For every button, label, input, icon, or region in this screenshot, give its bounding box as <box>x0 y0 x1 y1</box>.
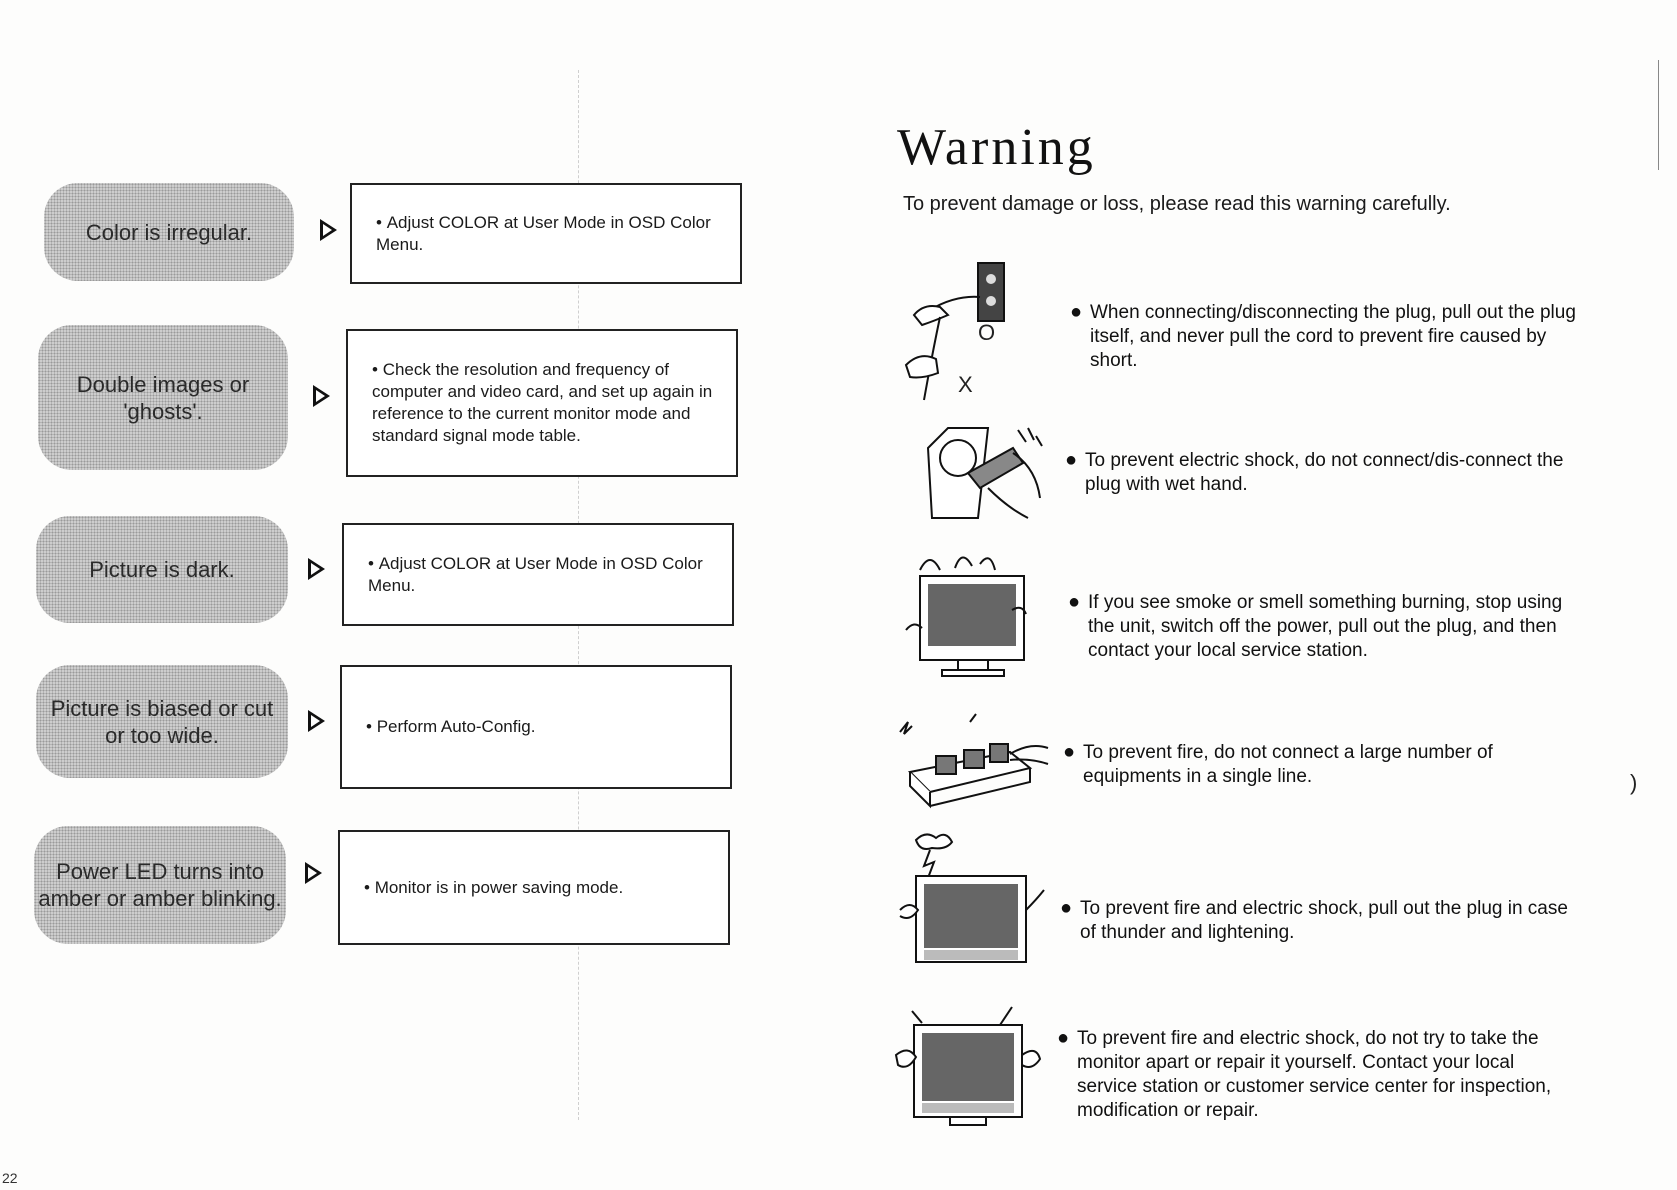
repair-monitor-icon <box>894 1006 1042 1126</box>
warning-item: ● To prevent fire and electric shock, pul… <box>1060 896 1580 945</box>
warning-item: ● To prevent fire and electric shock, do … <box>1057 1026 1577 1123</box>
bullet-icon: ● <box>1068 591 1081 613</box>
solution-box: Monitor is in power saving mode. <box>338 830 730 945</box>
wet-hand-icon <box>926 427 1043 519</box>
solution-box: Adjust COLOR at User Mode in OSD Color M… <box>342 523 734 626</box>
warning-text: To prevent fire and electric shock, pull… <box>1080 898 1568 943</box>
symptom-label: Picture is biased or cut or too wide. <box>50 695 274 748</box>
arrow-right-icon <box>305 862 322 884</box>
bullet-icon: ● <box>1060 897 1073 919</box>
symptom-picture-dark: Picture is dark. <box>36 516 288 623</box>
fold-line-right <box>1658 60 1659 170</box>
arrow-right-icon <box>308 558 325 580</box>
solution-text: Adjust COLOR at User Mode in OSD Color M… <box>368 553 714 597</box>
solution-text: Monitor is in power saving mode. <box>364 877 624 899</box>
wrong-mark: X <box>958 372 973 397</box>
warning-text: To prevent fire, do not connect a large … <box>1083 742 1493 787</box>
warning-text: To prevent fire and electric shock, do n… <box>1077 1028 1552 1121</box>
solution-box: Check the resolution and frequency of co… <box>346 329 738 477</box>
bullet-icon: ● <box>1063 741 1076 763</box>
warning-item: ● If you see smoke or smell something bur… <box>1068 590 1588 663</box>
symptom-label: Picture is dark. <box>89 557 235 582</box>
symptom-color-irregular: Color is irregular. <box>44 183 294 281</box>
solution-text: Perform Auto-Config. <box>366 716 536 738</box>
arrow-right-icon <box>308 710 325 732</box>
bullet-icon: ● <box>1065 449 1078 471</box>
smoking-monitor-icon <box>905 556 1027 677</box>
symptom-label: Power LED turns into amber or amber blin… <box>38 859 282 911</box>
arrow-right-icon <box>320 219 337 241</box>
solution-box: Adjust COLOR at User Mode in OSD Color M… <box>350 183 742 284</box>
page-title: Warning <box>897 119 1096 176</box>
warning-text: If you see smoke or smell something burn… <box>1088 592 1563 661</box>
symptom-picture-biased: Picture is biased or cut or too wide. <box>36 665 288 778</box>
warning-item: ● When connecting/disconnecting the plug,… <box>1070 300 1590 373</box>
solution-box: Perform Auto-Config. <box>340 665 732 789</box>
symptom-power-led: Power LED turns into amber or amber blin… <box>34 826 286 944</box>
solution-text: Adjust COLOR at User Mode in OSD Color M… <box>376 212 722 256</box>
arrow-right-icon <box>313 385 330 407</box>
warning-item: ● To prevent electric shock, do not conne… <box>1065 448 1565 497</box>
solution-text: Check the resolution and frequency of co… <box>372 359 718 447</box>
page-subtitle: To prevent damage or loss, please read t… <box>903 193 1451 215</box>
power-strip-icon <box>899 713 1049 809</box>
thunder-monitor-icon <box>899 833 1045 963</box>
warning-item: ● To prevent fire, do not connect a large… <box>1063 740 1583 789</box>
warning-text: To prevent electric shock, do not connec… <box>1085 450 1564 495</box>
symptom-double-images: Double images or 'ghosts'. <box>38 325 288 470</box>
scan-mark: ) <box>1630 770 1638 795</box>
correct-mark: O <box>978 320 996 345</box>
warning-text: When connecting/disconnecting the plug, … <box>1090 302 1576 371</box>
bullet-icon: ● <box>1070 301 1083 323</box>
symptom-label: Double images or 'ghosts'. <box>76 371 250 424</box>
bullet-icon: ● <box>1057 1027 1070 1049</box>
symptom-label: Color is irregular. <box>85 219 253 245</box>
page-number: 22 <box>2 1170 18 1186</box>
plug-pull-icon <box>904 262 1005 401</box>
